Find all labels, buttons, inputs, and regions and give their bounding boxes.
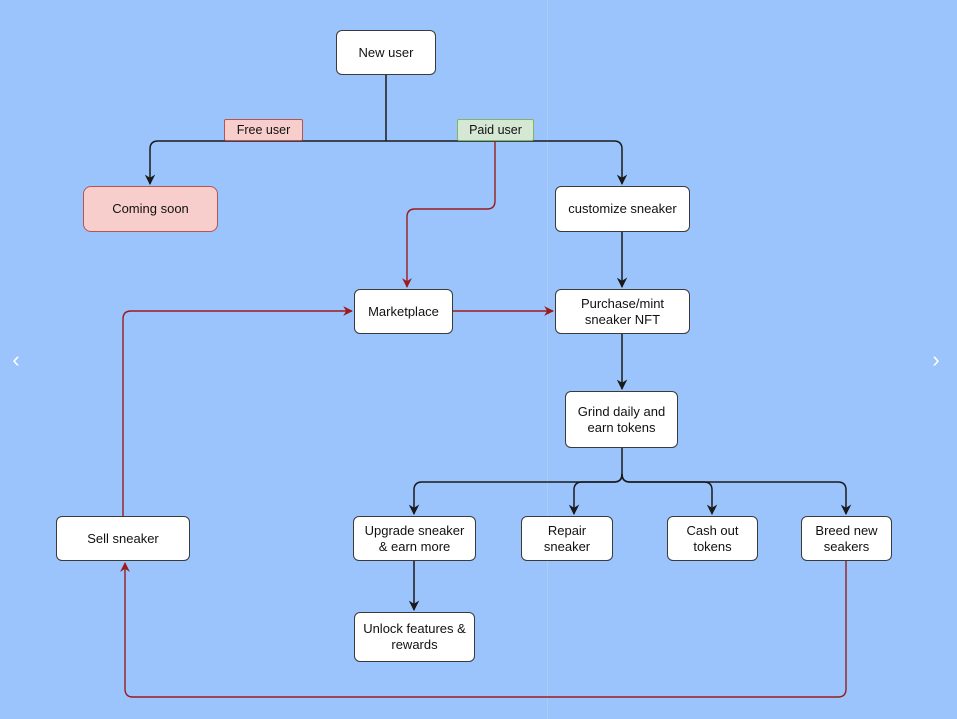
node-repair-sneaker: Repair sneaker	[521, 516, 613, 561]
node-coming-soon-label: Coming soon	[112, 201, 189, 216]
node-customize-sneaker: customize sneaker	[555, 186, 690, 232]
node-unlock-features: Unlock features & rewards	[354, 612, 475, 662]
node-cash-out-tokens: Cash out tokens	[667, 516, 758, 561]
node-purchase-mint: Purchase/mint sneaker NFT	[555, 289, 690, 334]
node-grind-daily-label: Grind daily and earn tokens	[577, 403, 666, 435]
node-customize-sneaker-label: customize sneaker	[568, 201, 677, 216]
node-coming-soon: Coming soon	[83, 186, 218, 232]
edge-paid-to-marketplace	[402, 141, 496, 288]
edge-to-repair	[568, 473, 623, 516]
edge-to-coming-soon	[144, 140, 386, 186]
node-new-user: New user	[336, 30, 436, 75]
node-marketplace: Marketplace	[354, 289, 453, 334]
edge-label-paid-user: Paid user	[457, 119, 534, 141]
chevron-right-icon[interactable]: ›	[932, 347, 940, 372]
edge-to-customize	[386, 140, 628, 186]
node-upgrade-sneaker: Upgrade sneaker & earn more	[353, 516, 476, 561]
node-upgrade-sneaker-label: Upgrade sneaker & earn more	[364, 522, 465, 554]
edge-label-free-user: Free user	[224, 119, 303, 141]
edge-sell-to-marketplace	[122, 306, 353, 516]
node-new-user-label: New user	[358, 44, 414, 60]
node-sell-sneaker: Sell sneaker	[56, 516, 190, 561]
edge-label-paid-user-text: Paid user	[469, 123, 522, 137]
canvas-divider	[547, 0, 548, 719]
edge-breed-to-sell	[120, 561, 847, 698]
edge-to-cash-out	[621, 473, 718, 516]
edge-label-free-user-text: Free user	[236, 123, 291, 137]
node-sell-sneaker-label: Sell sneaker	[87, 530, 159, 546]
chevron-left-icon[interactable]: ‹	[12, 347, 20, 372]
node-breed-new-seakers: Breed new seakers	[801, 516, 892, 561]
node-unlock-features-label: Unlock features & rewards	[363, 621, 466, 652]
node-cash-out-tokens-label: Cash out tokens	[686, 522, 739, 554]
node-grind-daily: Grind daily and earn tokens	[565, 391, 678, 448]
node-breed-new-seakers-label: Breed new seakers	[815, 522, 878, 554]
edge-to-upgrade	[408, 473, 623, 516]
node-purchase-mint-label: Purchase/mint sneaker NFT	[580, 295, 665, 327]
edge-to-breed	[621, 473, 852, 516]
node-repair-sneaker-label: Repair sneaker	[543, 522, 591, 554]
node-marketplace-label: Marketplace	[368, 303, 439, 319]
